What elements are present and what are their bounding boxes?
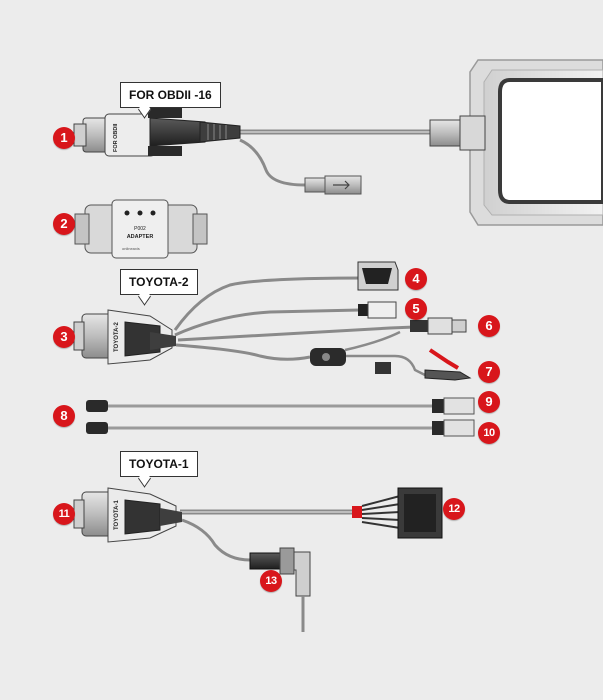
badge-9: 9 (478, 391, 500, 413)
badge-11: 11 (53, 503, 75, 525)
badge-6: 6 (478, 315, 500, 337)
badge-13: 13 (260, 570, 282, 592)
label-toyota1: TOYOTA-1 (120, 451, 198, 477)
badge-4: 4 (405, 268, 427, 290)
badge-5: 5 (405, 298, 427, 320)
badge-10: 10 (478, 422, 500, 444)
tablet-device (469, 59, 603, 226)
adapter-brand: onlineaxis (122, 246, 140, 251)
toyota1-cable: TOYOTA-1 (73, 487, 443, 632)
p002-adapter: P002 ADAPTER onlineaxis (74, 199, 208, 259)
obd16-cable: FOR OBDII (73, 108, 486, 195)
toyota2-cable: TOYOTA-2 (73, 261, 472, 381)
badge-8: 8 (53, 405, 75, 427)
obd-body-text: FOR OBDII (113, 123, 119, 152)
label-obd16: FOR OBDII -16 (120, 82, 221, 108)
toyota1-body-text: TOYOTA-1 (114, 500, 120, 530)
badge-3: 3 (53, 326, 75, 348)
badge-12: 12 (443, 498, 465, 520)
toyota2-body-text: TOYOTA-2 (114, 322, 120, 352)
power-leads (86, 397, 475, 437)
badge-2: 2 (53, 213, 75, 235)
adapter-code: P002 (134, 226, 146, 232)
badge-7: 7 (478, 361, 500, 383)
adapter-word: ADAPTER (127, 234, 154, 240)
label-toyota2: TOYOTA-2 (120, 269, 198, 295)
badge-1: 1 (53, 127, 75, 149)
